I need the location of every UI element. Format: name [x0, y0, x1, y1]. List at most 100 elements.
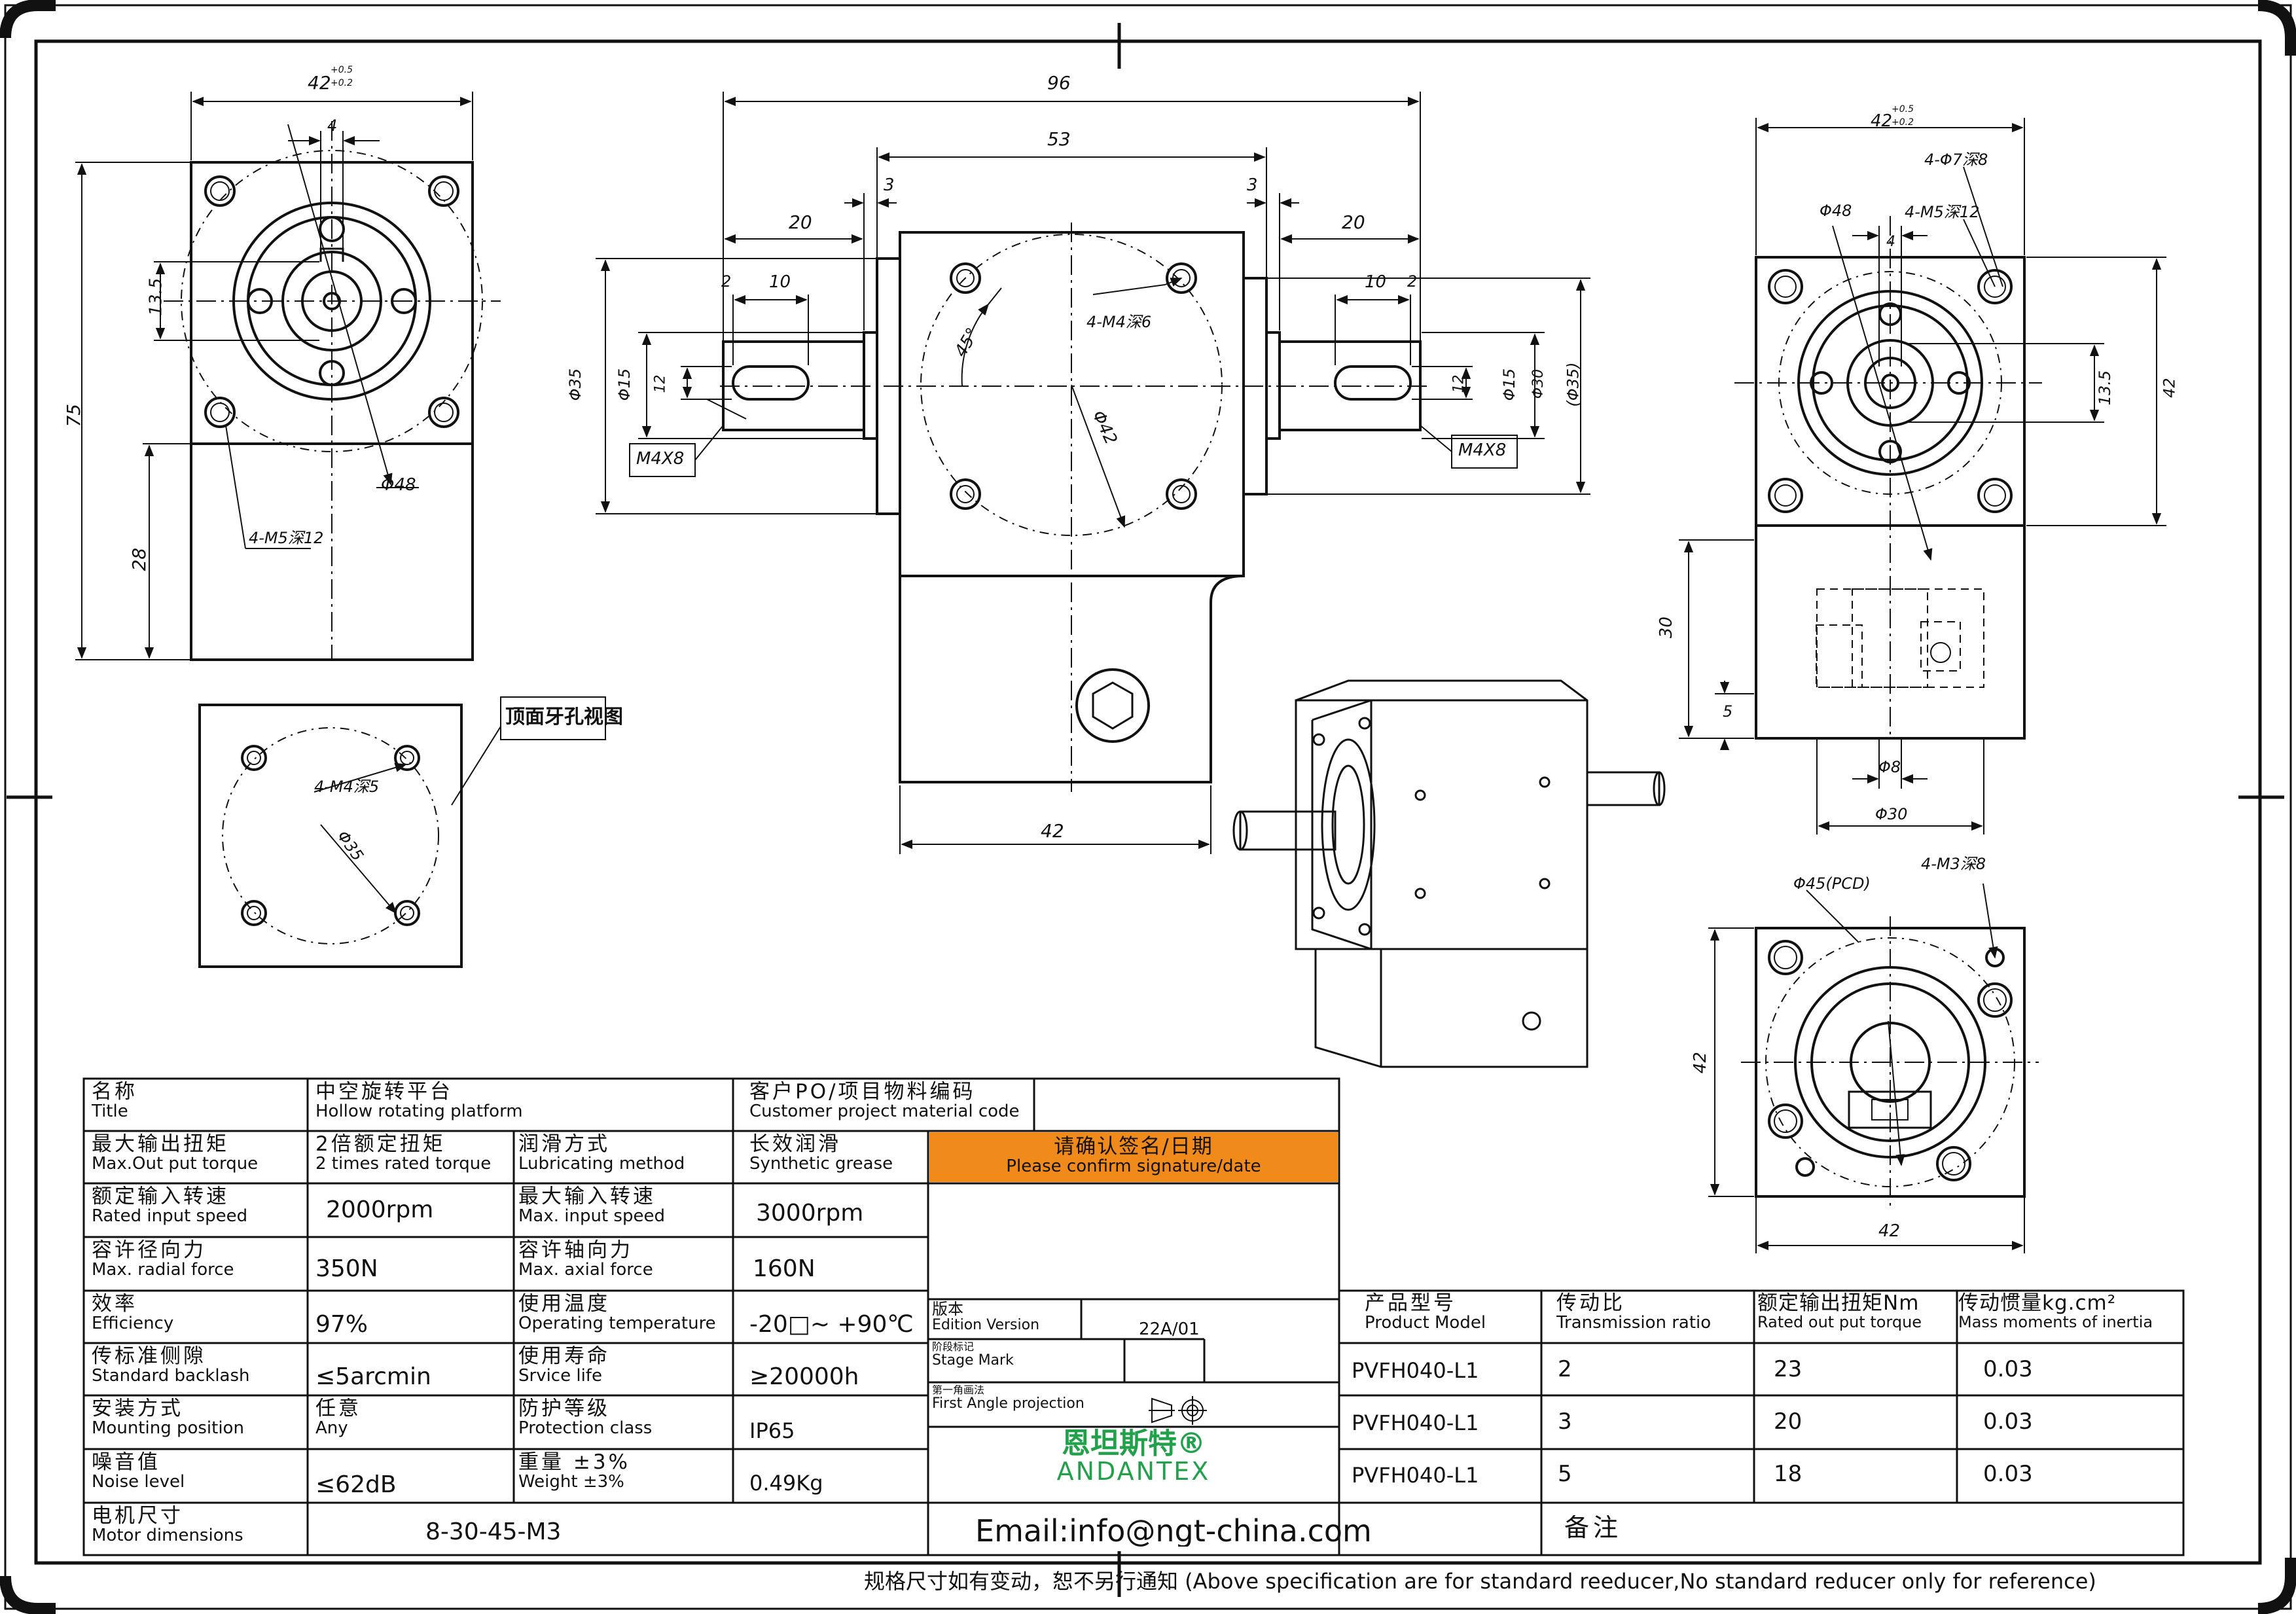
- dim-tol-plus05-r: +0.5: [1892, 105, 1914, 115]
- dim-12-right: 12: [1451, 374, 1467, 393]
- view-top-holes: [198, 696, 606, 968]
- dim-3-left: 3: [884, 177, 895, 195]
- dim-42-vertical: 42: [2161, 378, 2178, 398]
- cell-weight-label: 重量 ±3%Weight ±3%: [518, 1452, 631, 1491]
- dim-phi15-right: Φ15: [1501, 368, 1518, 401]
- label-4-m5-right: 4-M5深12: [1905, 204, 1980, 221]
- dim-20-left: 20: [789, 213, 812, 232]
- dim-13-5-right: 13.5: [2097, 370, 2114, 406]
- view-right-front: [1679, 118, 2166, 834]
- cell-motor-value: 8-30-45-M3: [425, 1520, 562, 1545]
- email-contact: Email:info@ngt-china.com: [975, 1515, 1372, 1547]
- dim-height-28: 28: [130, 547, 149, 571]
- dim-3-right: 3: [1247, 177, 1258, 195]
- dim-10-left: 10: [769, 274, 791, 292]
- dim-phi35-paren: (Φ35): [1565, 362, 1582, 407]
- cell-life-value: ≥20000h: [749, 1365, 859, 1390]
- model-row-2-torque: 20: [1774, 1410, 1803, 1434]
- dim-42-flange-v: 42: [1691, 1052, 1710, 1074]
- model-row-3-ratio: 5: [1558, 1463, 1572, 1486]
- dim-tol-plus02: +0.2: [331, 79, 353, 88]
- dim-12-left: 12: [653, 374, 668, 393]
- model-row-2-model: PVFH040-L1: [1352, 1412, 1479, 1435]
- dim-tol-plus05: +0.5: [331, 65, 353, 75]
- label-4-m3: 4-M3深8: [1921, 856, 1986, 873]
- model-row-3-model: PVFH040-L1: [1352, 1465, 1479, 1487]
- view-center-side: [596, 92, 1590, 854]
- dim-5-vertical: 5: [1723, 704, 1733, 721]
- dim-42-flange-h: 42: [1878, 1223, 1901, 1241]
- dim-phi15-left: Φ15: [617, 368, 634, 401]
- label-m4x8-right: M4X8: [1458, 442, 1507, 460]
- dim-2-right: 2: [1407, 274, 1418, 291]
- model-row-3-inertia: 0.03: [1983, 1463, 2033, 1486]
- dim-20-right: 20: [1342, 213, 1365, 232]
- model-row-2-inertia: 0.03: [1983, 1410, 2033, 1434]
- model-row-1-torque: 23: [1774, 1358, 1803, 1382]
- dim-height-75: 75: [64, 403, 84, 427]
- dim-phi8: Φ8: [1878, 759, 1901, 776]
- model-row-1-model: PVFH040-L1: [1352, 1360, 1479, 1382]
- footer-disclaimer: 规格尺寸如有变动，恕不另行通知 (Above specification are…: [864, 1571, 2096, 1593]
- view-isometric: [1232, 679, 1666, 1068]
- cell-noise-value: ≤62dB: [315, 1473, 397, 1497]
- dim-30-vertical: 30: [1657, 617, 1676, 639]
- dim-10-right: 10: [1365, 274, 1387, 292]
- dim-key-4: 4: [327, 118, 338, 135]
- model-row-2-ratio: 3: [1558, 1410, 1572, 1434]
- dim-2-left: 2: [721, 274, 732, 291]
- model-row-1-inertia: 0.03: [1983, 1358, 2033, 1382]
- dim-length-96: 96: [1047, 73, 1071, 93]
- label-4-m4-6: 4-M4深6: [1086, 314, 1152, 331]
- dim-phi35-shaft: Φ35: [567, 368, 584, 401]
- model-row-1-ratio: 2: [1558, 1358, 1572, 1382]
- dim-length-53: 53: [1047, 130, 1071, 149]
- dim-width-42-bottom: 42: [1041, 821, 1064, 841]
- label-m4x8-left: M4X8: [636, 450, 685, 469]
- cell-max-speed-value: 3000rpm: [756, 1201, 864, 1226]
- dim-4-right: 4: [1886, 234, 1895, 250]
- dim-phi48-right: Φ48: [1820, 203, 1852, 220]
- dim-phi48: Φ48: [381, 476, 416, 495]
- dim-width-42: 42: [308, 73, 331, 93]
- dim-tol-plus02-r: +0.2: [1892, 118, 1914, 128]
- cell-axial-value: 160N: [753, 1257, 816, 1282]
- cell-radial-value: 350N: [315, 1257, 378, 1282]
- label-top-holes-view: 顶面牙孔视图: [505, 707, 623, 728]
- cell-remark: 备注: [1564, 1515, 1623, 1541]
- cell-protect-value: IP65: [749, 1420, 795, 1443]
- dim-phi45-pcd: Φ45(PCD): [1793, 876, 1871, 893]
- cell-edition-value: 22A/01: [1139, 1321, 1200, 1339]
- dim-13-5: 13.5: [147, 278, 166, 316]
- cell-backlash-value: ≤5arcmin: [315, 1365, 431, 1390]
- brand-logo: 恩坦斯特® ANDANTEX: [1056, 1429, 1211, 1486]
- dim-width-42-right: 42: [1871, 113, 1893, 131]
- cell-eff-value: 97%: [315, 1312, 368, 1337]
